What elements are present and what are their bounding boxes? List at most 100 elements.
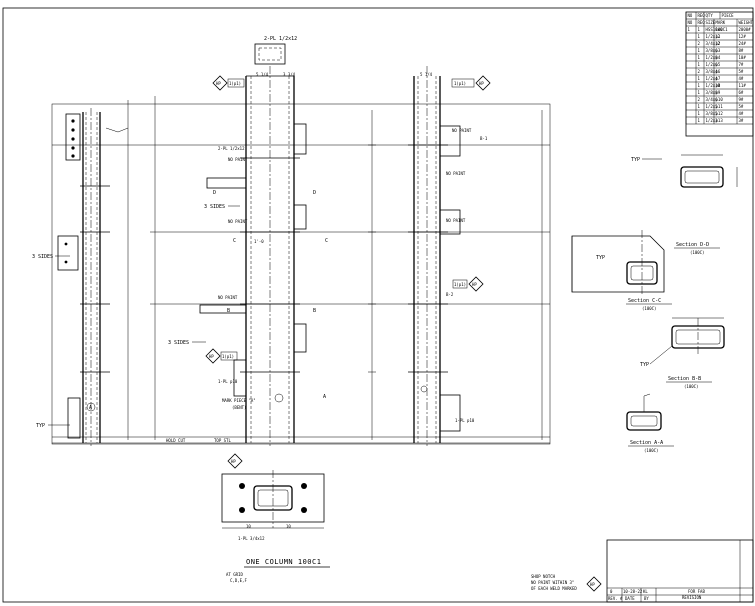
cut-c-right: C [325, 238, 328, 244]
section-dd-sub: (100C) [690, 250, 704, 255]
bom-cell: p2 [716, 41, 721, 46]
bom-header-cell: REQ [698, 20, 706, 25]
weld-symbol-left-base: TYP [36, 423, 70, 429]
bom-cell: 7# [739, 62, 744, 67]
svg-text:HP: HP [209, 354, 214, 359]
bom-header-cell: REQ [698, 13, 706, 18]
rev-date: 10-28-22 [623, 589, 643, 594]
svg-text:HP: HP [216, 81, 221, 86]
svg-text:HP: HP [590, 582, 595, 587]
dim-mid-a: 1'-0 [254, 239, 264, 244]
sheet-border [2, 7, 754, 603]
bom-header-cell: NO [688, 13, 693, 18]
bom-cell: 100C1 [716, 27, 729, 32]
bom-cell: 1 [698, 55, 701, 60]
bom-cell: 1/2x12 [706, 34, 721, 39]
paint-note-f: NO PAINT [446, 218, 466, 223]
section-bb: TYP Section B-B (100C) [640, 317, 725, 389]
elev-label-b: HOLD CUT [166, 438, 186, 443]
section-aa-sub: (100C) [644, 448, 658, 453]
section-dd: TYP Section D-D (100C) [631, 154, 738, 255]
base-dim-b: 10 [286, 524, 291, 529]
section-cc-title: Section C-C [628, 298, 661, 304]
elevation-note-2: C,D,E,F [230, 578, 247, 583]
bom-cell: 12# [739, 34, 747, 39]
bom-cell: 6# [739, 90, 744, 95]
rev-sub-description: REVISION [682, 595, 702, 600]
svg-text:1(p1): 1(p1) [229, 81, 241, 86]
hp-callout-top-right: 1(p1) HP [451, 75, 491, 91]
bom-cell: 1 [698, 118, 701, 123]
ref-b1: B-1 [480, 136, 488, 141]
bom-cell: p11 [716, 104, 724, 109]
cut-d-right: D [313, 190, 316, 196]
section-cc-sub: (100C) [642, 306, 656, 311]
bom-cell: p10 [716, 97, 724, 102]
section-cc: TYP Section C-C (100C) [571, 230, 672, 311]
column-center [199, 43, 307, 446]
section-bb-sub: (100C) [684, 384, 698, 389]
cut-b-left: B [227, 308, 230, 314]
paint-note-d: NO PAINT [452, 128, 472, 133]
paint-note-b: NO PAINT [228, 219, 248, 224]
section-bb-title: Section B-B [668, 376, 701, 382]
svg-text:1(p1): 1(p1) [222, 354, 234, 359]
bom-cell: 1 [698, 34, 701, 39]
end-note-line-1: SHOP NOTCH [531, 574, 556, 579]
svg-text:TYP: TYP [596, 255, 605, 261]
hp-callout-mid: HP 1(p1) [205, 348, 238, 364]
cut-c-left: C [233, 238, 236, 244]
plate-label-b: 1-PL p10 [218, 379, 238, 384]
bom-cell: p4 [716, 55, 721, 60]
base-plate-plan: HP 10 10 1-PL 3/4x12 [221, 453, 325, 541]
svg-text:HP: HP [231, 459, 236, 464]
cut-d-left: D [213, 190, 216, 196]
rev-number: 0 [610, 589, 613, 594]
bom-cell: 1/2x8 [706, 55, 719, 60]
svg-text:HP: HP [472, 282, 477, 287]
section-aa: Section A-A (100C) [626, 393, 674, 453]
base-plate-label: 1-PL 3/4x12 [238, 536, 265, 541]
svg-text:1(p1): 1(p1) [454, 81, 466, 86]
svg-text:TYP: TYP [640, 362, 649, 368]
dim-top-a: 5 1/4 [256, 72, 269, 77]
column-elevation: A [32, 36, 551, 446]
bom-cell: 3/4x6 [706, 97, 719, 102]
bom-cell: 1 [688, 27, 691, 32]
bom-cell: p8 [716, 83, 721, 88]
bom-cell: 2 [698, 41, 701, 46]
paint-note-e: NO PAINT [446, 171, 466, 176]
rev-header-date: DATE [625, 596, 635, 601]
bom-cell: p6 [716, 69, 721, 74]
bom-cell: 3/8x5 [706, 111, 719, 116]
base-dim-a: 10 [246, 524, 251, 529]
dim-top-b: 3 3/4 [283, 72, 296, 77]
hp-callout-right-mid: 1(p1) HP [452, 276, 484, 292]
shop-mark-label: MARK PIECE "A" [222, 398, 256, 403]
svg-text:3 SIDES: 3 SIDES [32, 254, 53, 260]
weld-symbol-center: 3 SIDES [168, 340, 206, 346]
bom-cell: p5 [716, 62, 721, 67]
column-right [408, 66, 461, 446]
bom-cell: 5# [739, 69, 744, 74]
bom-cell: 3/8x6 [706, 48, 719, 53]
bom-cell: 1 [698, 76, 701, 81]
dimension-chain [127, 96, 543, 440]
end-note-line-2: NO PAINT WITHIN 3" [531, 580, 574, 585]
elevation-note-1: AT GRID [226, 572, 243, 577]
bom-cell: 3# [739, 118, 744, 123]
rev-description: FOR FAB [688, 589, 705, 594]
svg-text:3 SIDES: 3 SIDES [204, 204, 225, 210]
bom-cell: 2000# [739, 27, 752, 32]
bom-header-cell: QTY [706, 13, 714, 18]
svg-text:1(p1): 1(p1) [454, 282, 466, 287]
rev-by: KL [643, 589, 648, 594]
bom-cell: 1 [698, 83, 701, 88]
bom-header-cell: MARK [716, 20, 726, 25]
bom-cell: 1 [698, 62, 701, 67]
bom-cell: 1 [698, 48, 701, 53]
bom-cell: 3/8x4 [706, 69, 719, 74]
elev-label-a: TOP STL [214, 438, 231, 443]
